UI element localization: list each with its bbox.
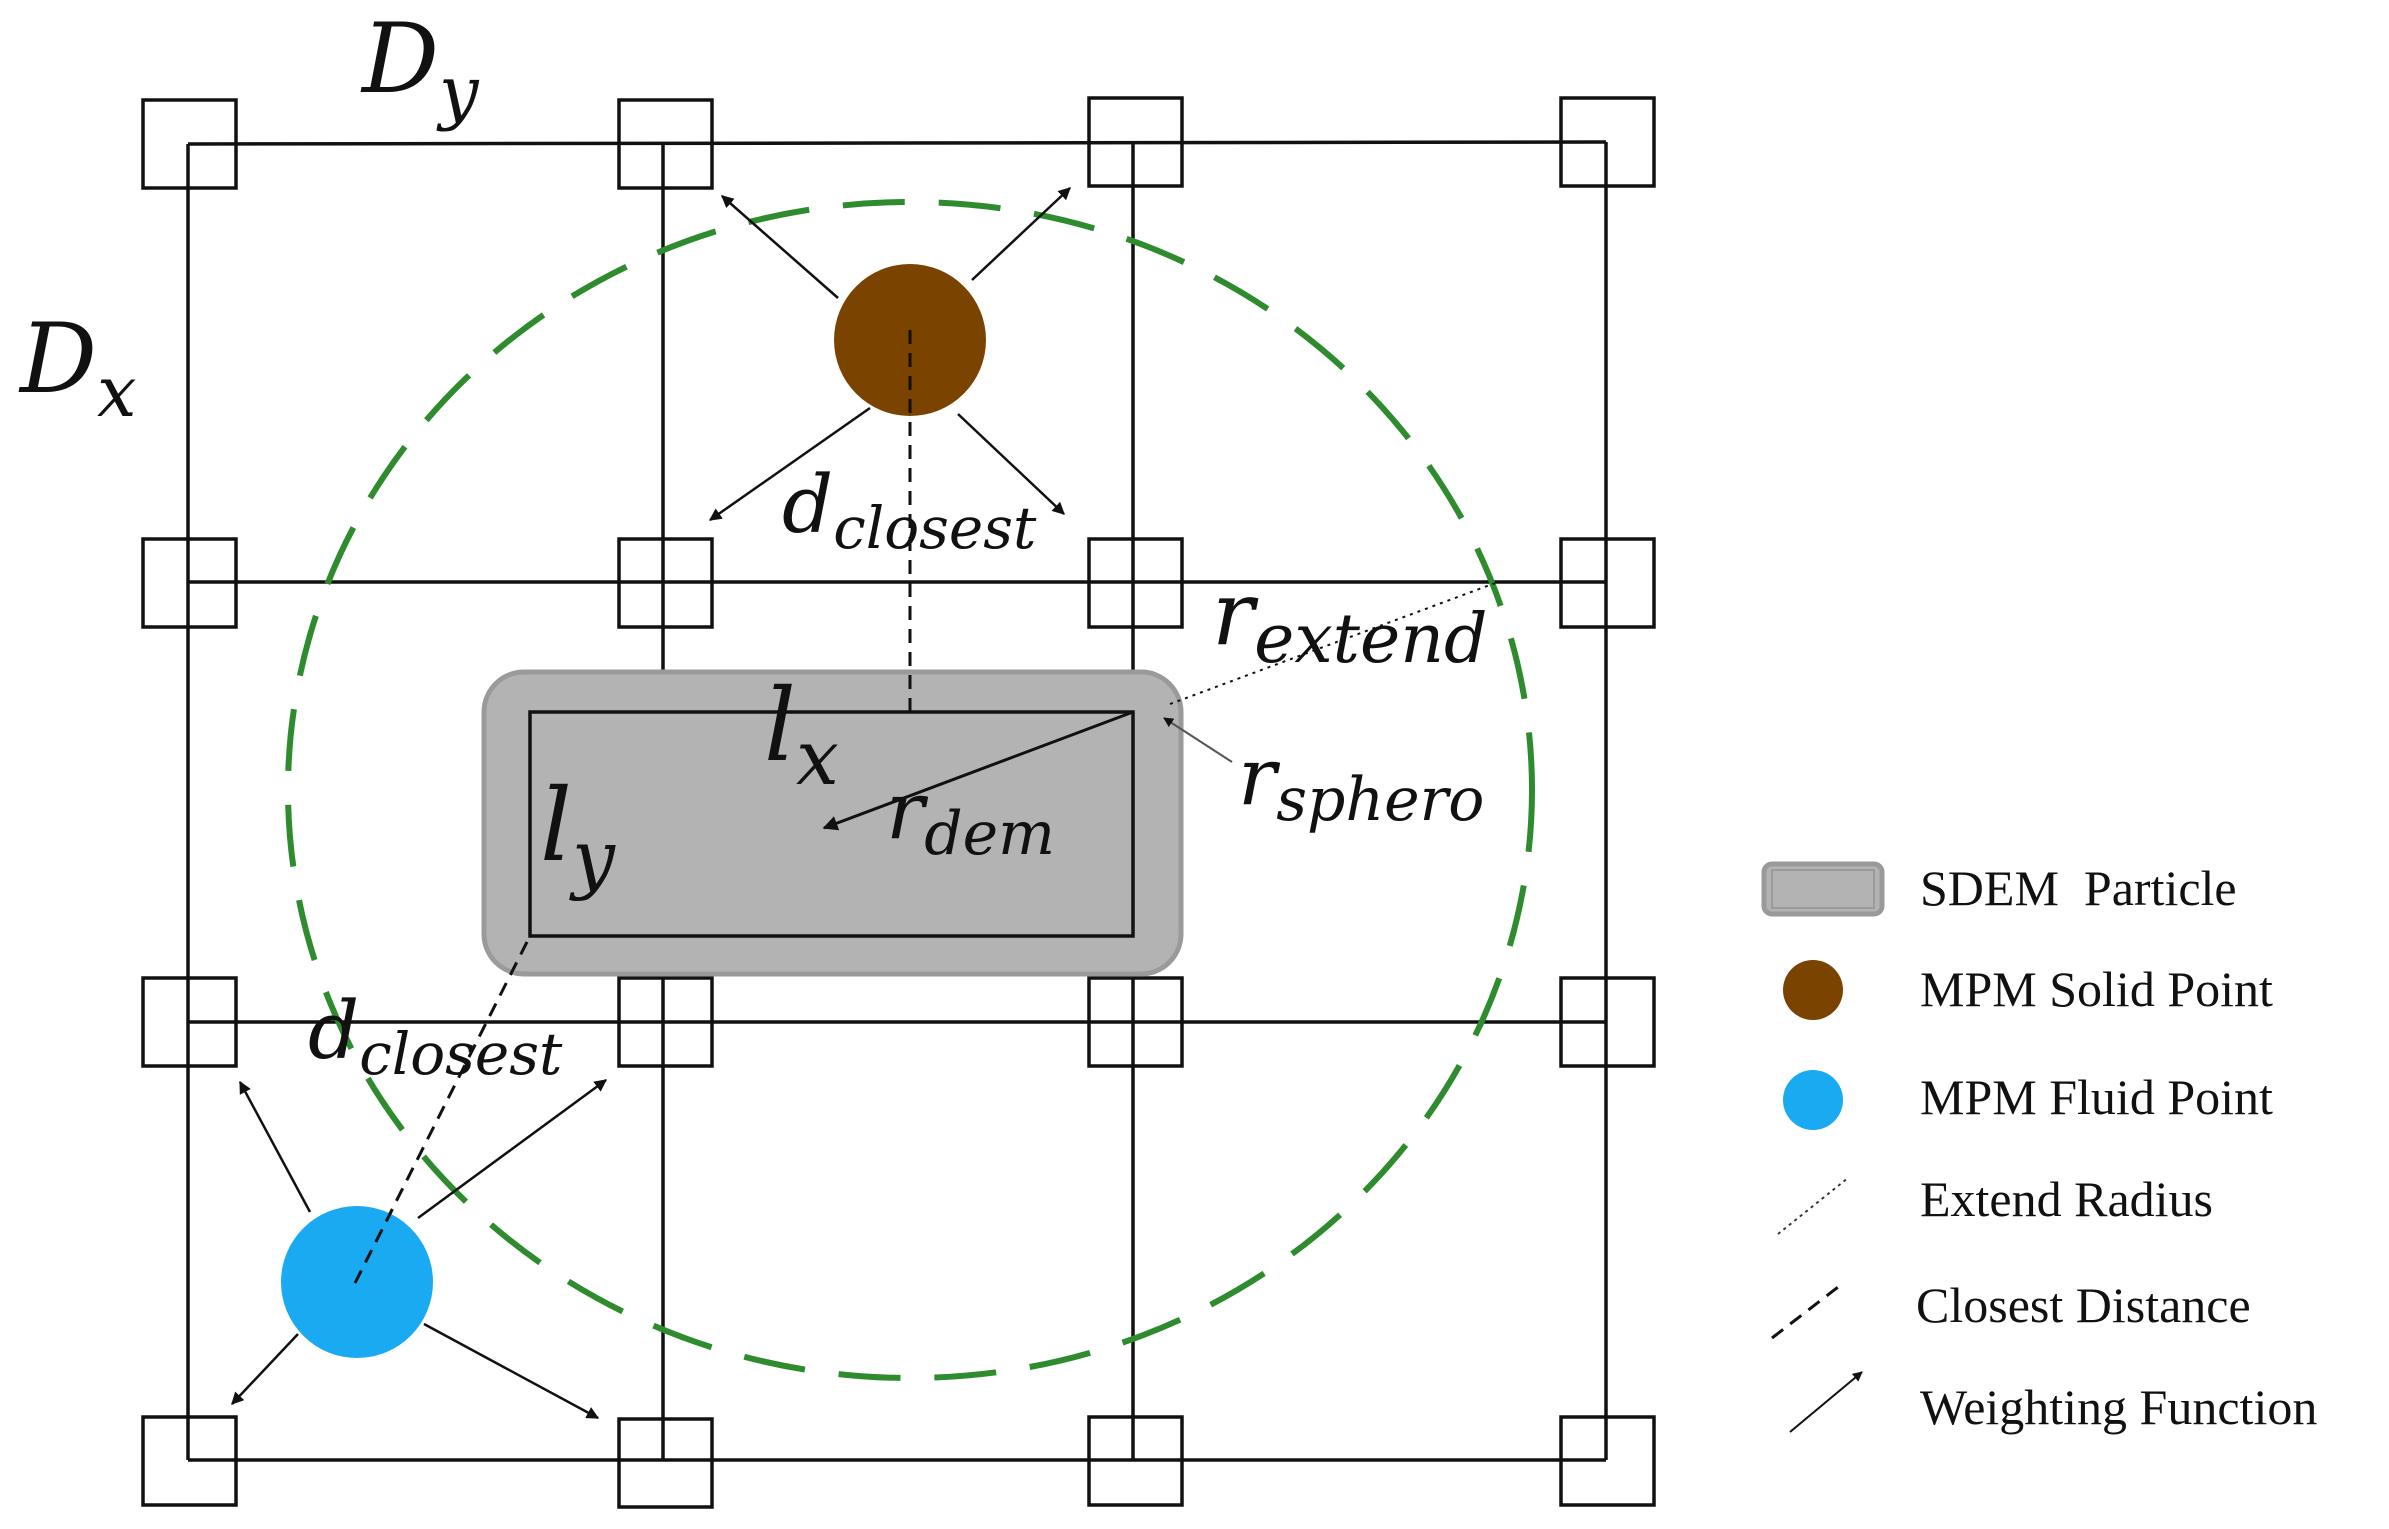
grid-node [141, 537, 238, 629]
grid-node [1559, 1415, 1656, 1507]
grid-node [1087, 1415, 1184, 1507]
legend-label-mpm-solid-point: MPM Solid Point [1920, 961, 2273, 1017]
label-d-closest-bottom: dclosest [308, 984, 563, 1088]
legend-sdem-swatch-core [1771, 869, 1875, 909]
legend-fluid-swatch [1783, 1070, 1843, 1130]
weighting-arrow [231, 1333, 299, 1405]
label-dy: Dy [360, 3, 480, 133]
grid-node [141, 1415, 238, 1507]
legend-extend-radius-swatch [1777, 1177, 1849, 1235]
legend-item-closest-distance: Closest Distance [1771, 1277, 2251, 1340]
sdem-particle-core [528, 710, 1135, 938]
grid-node [141, 976, 238, 1068]
legend-label-weighting-function: Weighting Function [1920, 1379, 2317, 1435]
grid-line-h1 [187, 140, 1607, 146]
weighting-arrow [957, 413, 1065, 515]
legend-label-mpm-fluid-point: MPM Fluid Point [1920, 1069, 2273, 1125]
weighting-arrow [238, 1080, 312, 1213]
grid-node [1559, 96, 1656, 188]
label-lx: lx [764, 667, 839, 802]
legend-item-weighting-function: Weighting Function [1789, 1371, 2317, 1435]
grid-node [617, 976, 714, 1068]
legend-sdem-swatch [1761, 861, 1885, 917]
r-extend-line [1169, 581, 1499, 705]
label-dx: Dx [18, 303, 136, 433]
legend: SDEM Particle MPM Solid Point MPM Fluid … [1761, 860, 2317, 1435]
grid-node [141, 98, 238, 190]
closest-distance-line-fluid [353, 935, 532, 1284]
label-r-sphero: rsphero [1238, 730, 1484, 835]
weighting-arrows-fluid [231, 1078, 608, 1420]
legend-item-mpm-fluid-point: MPM Fluid Point [1783, 1069, 2273, 1130]
weighting-arrow [721, 195, 839, 299]
label-d-closest-top: dclosest [782, 458, 1037, 562]
weighting-arrow [708, 406, 871, 522]
grid-node [1559, 537, 1656, 629]
weighting-arrow [971, 187, 1071, 281]
grid-node [1087, 537, 1184, 629]
r-sphero-pointer [1163, 717, 1233, 763]
grid-node [617, 1417, 714, 1509]
label-r-extend: rextend [1212, 562, 1488, 679]
closest-distance-line-fluid-overlay [353, 1209, 394, 1284]
legend-label-sdem-particle: SDEM Particle [1920, 860, 2237, 916]
label-r-dem: rdem [886, 764, 1055, 869]
legend-label-closest-distance: Closest Distance [1916, 1277, 2251, 1333]
legend-solid-swatch [1783, 960, 1843, 1020]
legend-weighting-function-swatch [1789, 1371, 1863, 1433]
weighting-arrows-solid [708, 187, 1071, 522]
legend-item-extend-radius: Extend Radius [1777, 1171, 2213, 1235]
legend-item-sdem-particle: SDEM Particle [1761, 860, 2237, 917]
legend-label-extend-radius: Extend Radius [1920, 1171, 2213, 1227]
legend-closest-distance-swatch [1771, 1282, 1843, 1340]
label-ly: ly [540, 767, 616, 902]
grid-node [617, 537, 714, 629]
grid-node [617, 98, 714, 190]
grid-node [1559, 976, 1656, 1068]
grid-node [1087, 976, 1184, 1068]
grid-nodes [141, 96, 1656, 1509]
legend-item-mpm-solid-point: MPM Solid Point [1783, 960, 2273, 1020]
extend-radius-circle [285, 199, 1535, 1381]
weighting-arrow [417, 1078, 608, 1220]
weighting-arrow [423, 1322, 600, 1420]
r-dem-line [822, 710, 1134, 831]
grid-node [1087, 96, 1184, 188]
